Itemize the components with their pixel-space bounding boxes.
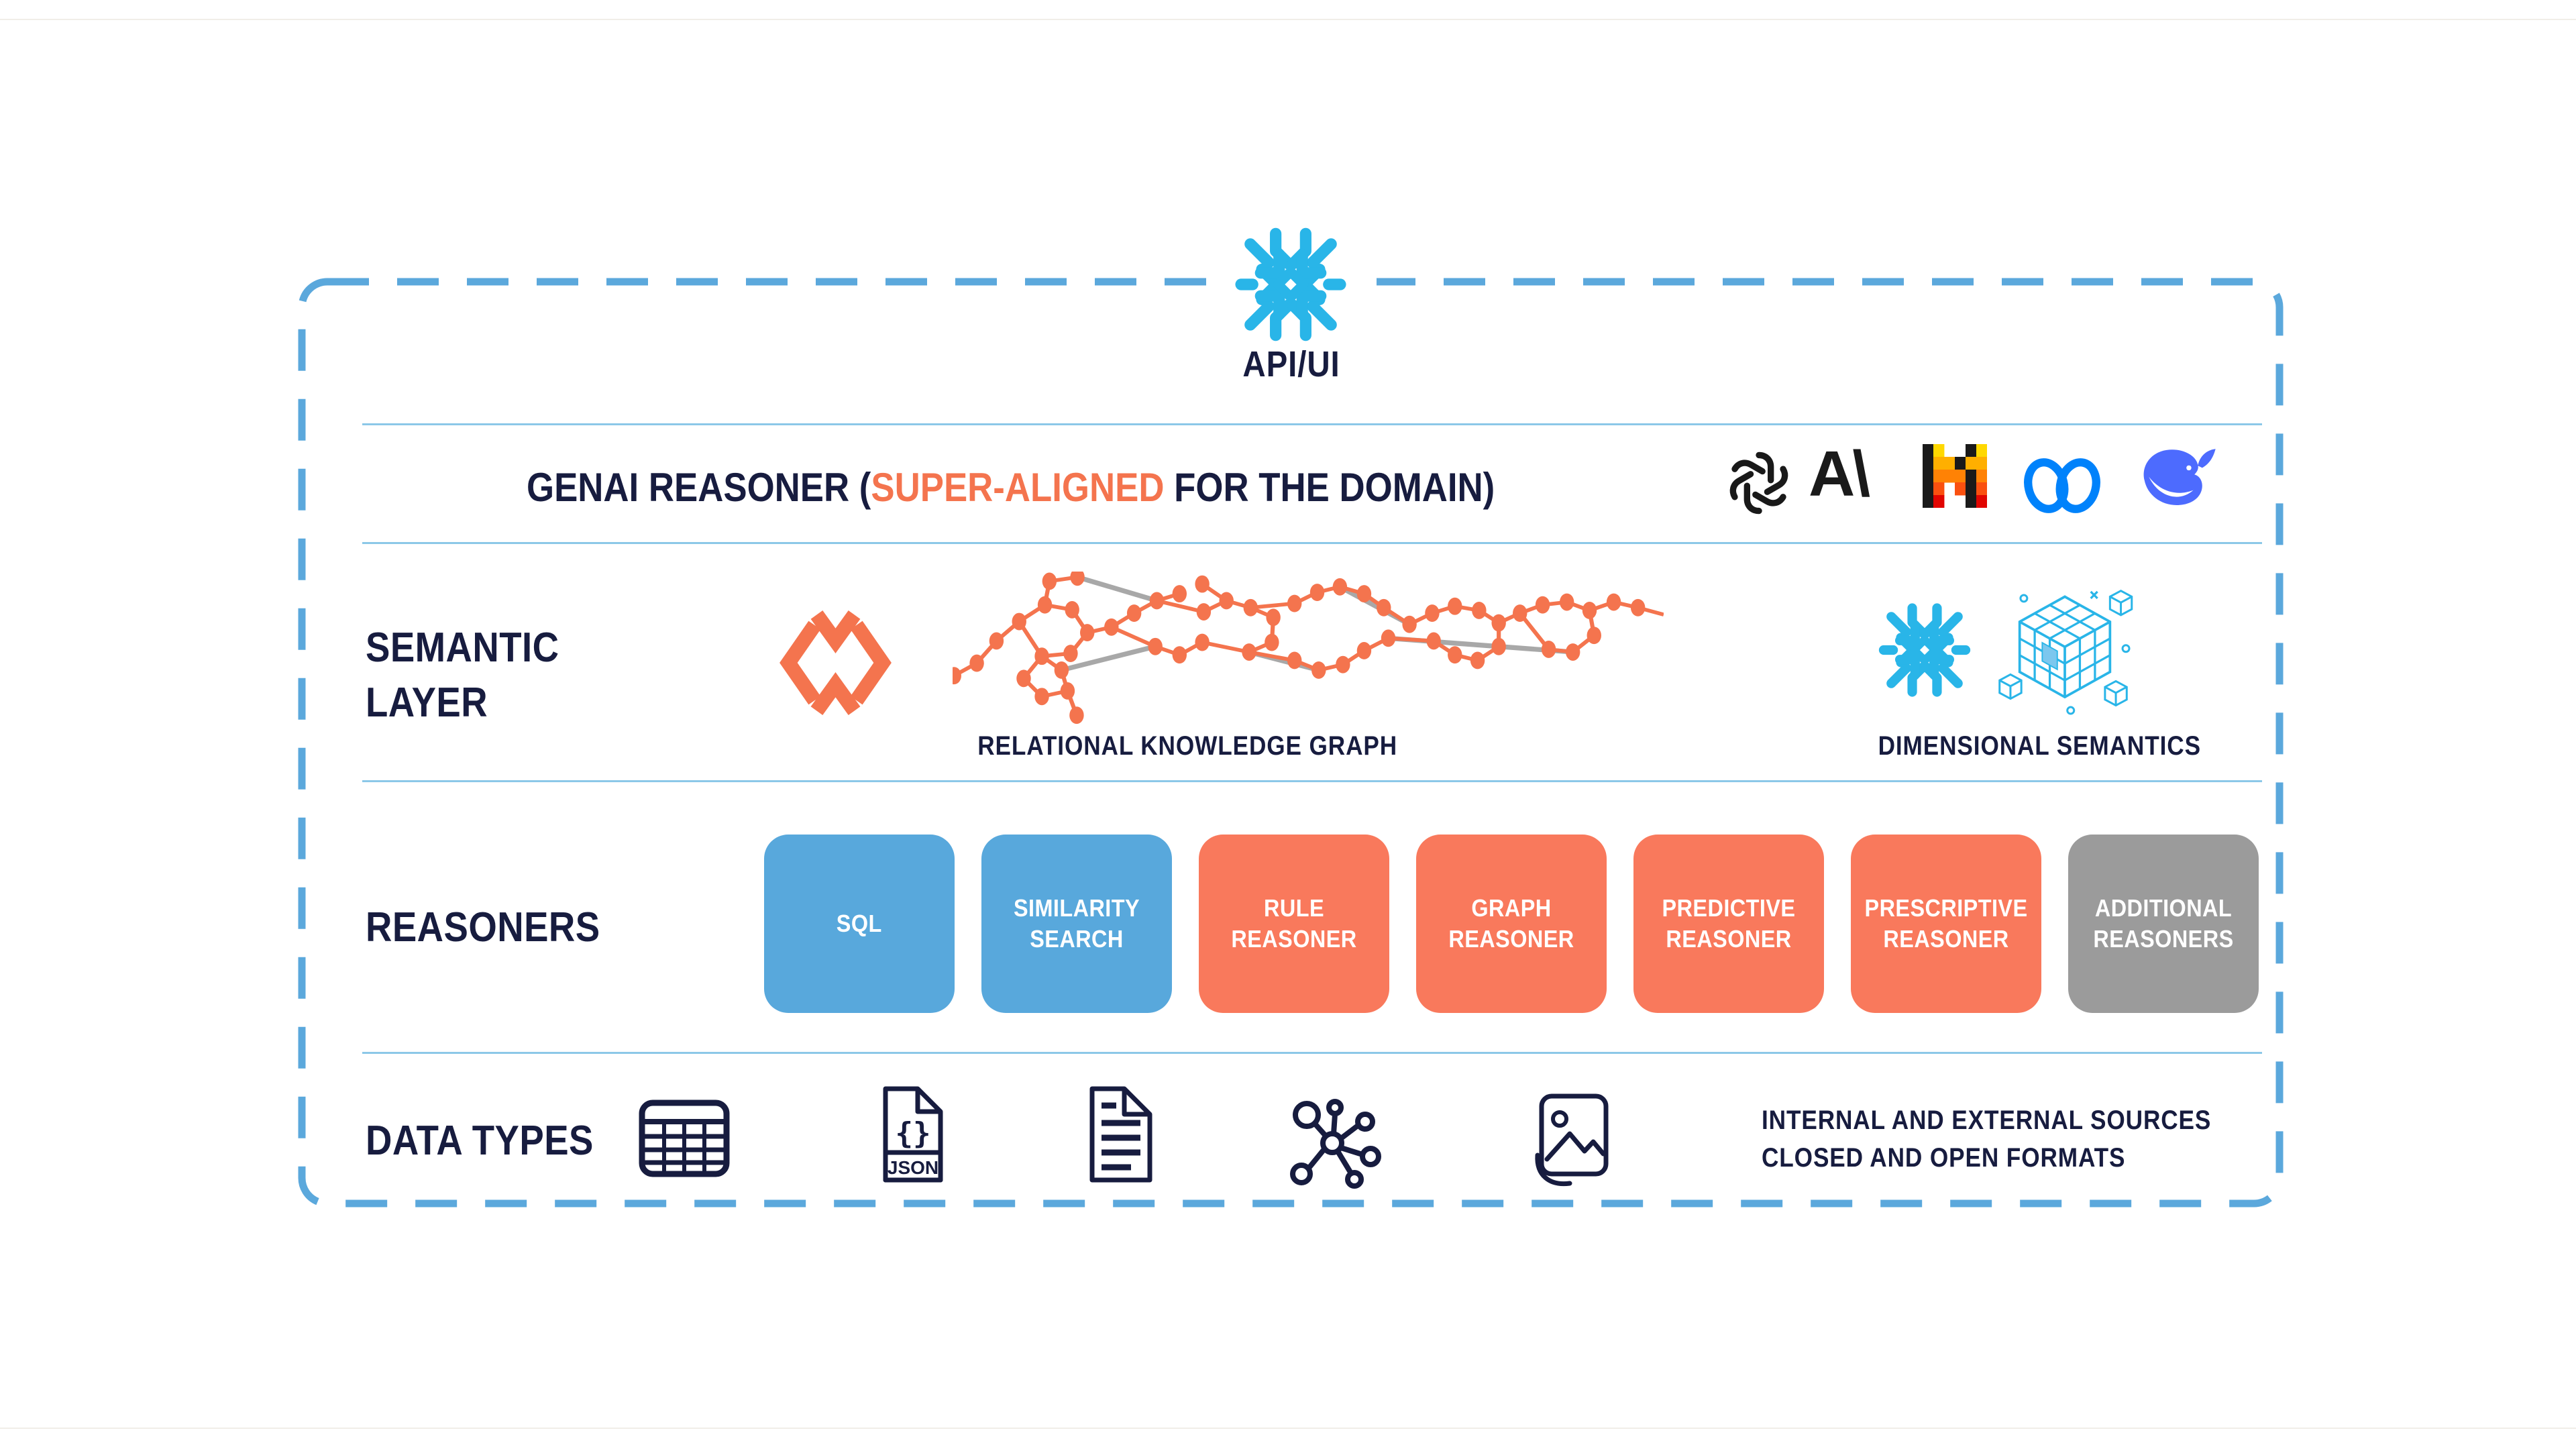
knowledge-graph-illustration — [953, 572, 1664, 724]
dimensional-semantics-caption: DIMENSIONAL SEMANTICS — [1878, 731, 2201, 761]
reasoner-box-additional: ADDITIONAL REASONERS — [2068, 835, 2259, 1013]
snowflake-logo-small — [1877, 602, 1972, 698]
page-top-edge — [0, 19, 2576, 20]
genai-reasoner-heading: GENAI REASONER (SUPER-ALIGNED FOR THE DO… — [527, 464, 1495, 511]
data-types-title: DATA TYPES — [366, 1118, 594, 1164]
reasoner-box-label: GRAPH REASONER — [1448, 894, 1574, 953]
semantic-layer-title-line2: LAYER — [366, 680, 488, 726]
reasoner-box-label: SQL — [837, 910, 882, 937]
semantic-layer-title: SEMANTIC LAYER — [366, 621, 559, 731]
data-sources-caption: INTERNAL AND EXTERNAL SOURCES CLOSED AND… — [1762, 1102, 2273, 1177]
reasoner-box-similarity-search: SIMILARITY SEARCH — [981, 835, 1172, 1013]
page-bottom-edge — [0, 1428, 2576, 1429]
mistral-logo — [1923, 444, 1987, 508]
snowflake-logo — [1233, 227, 1348, 342]
reasoner-box-sql: SQL — [764, 835, 955, 1013]
reasoners-title: REASONERS — [366, 904, 600, 951]
reasoner-box-graph: GRAPH REASONER — [1416, 835, 1607, 1013]
table-icon — [639, 1099, 730, 1177]
network-graph-icon — [1290, 1099, 1381, 1189]
data-sources-caption-line2: CLOSED AND OPEN FORMATS — [1762, 1143, 2126, 1173]
dimensional-cube-icon — [1998, 590, 2133, 715]
separator-3 — [362, 780, 2262, 782]
separator-1 — [362, 423, 2262, 425]
json-braces-glyph: {} — [896, 1116, 931, 1150]
reasoner-box-rule: RULE REASONER — [1199, 835, 1389, 1013]
dashed-frame — [298, 278, 2284, 1208]
data-sources-caption-line1: INTERNAL AND EXTERNAL SOURCES — [1762, 1106, 2212, 1135]
anthropic-logo: A\ — [1809, 438, 1870, 510]
genai-heading-highlight: SUPER-ALIGNED — [871, 465, 1165, 510]
knowledge-graph-caption: RELATIONAL KNOWLEDGE GRAPH — [977, 731, 1398, 761]
image-icon — [1535, 1093, 1609, 1187]
reasoner-box-predictive: PREDICTIVE REASONER — [1633, 835, 1824, 1013]
genai-heading-prefix: GENAI REASONER ( — [527, 465, 871, 510]
separator-4 — [362, 1052, 2262, 1054]
relational-ai-logo — [780, 610, 892, 716]
reasoner-box-prescriptive: PRESCRIPTIVE REASONER — [1851, 835, 2041, 1013]
reasoner-box-label: SIMILARITY SEARCH — [1013, 894, 1140, 953]
deepseek-logo — [2143, 449, 2216, 505]
document-icon — [1089, 1086, 1152, 1183]
openai-logo — [1729, 451, 1788, 515]
mistral-pixel-grid — [1923, 444, 1987, 508]
reasoner-box-label: ADDITIONAL REASONERS — [2093, 894, 2234, 953]
api-ui-label: API/UI — [1242, 344, 1340, 384]
reasoner-box-label: PREDICTIVE REASONER — [1662, 894, 1796, 953]
semantic-layer-title-line1: SEMANTIC — [366, 625, 559, 671]
separator-2 — [362, 542, 2262, 544]
reasoner-box-label: PRESCRIPTIVE REASONER — [1864, 894, 2028, 953]
json-file-icon: {} JSON — [883, 1086, 943, 1183]
reasoner-box-label: RULE REASONER — [1231, 894, 1357, 953]
meta-logo — [2024, 458, 2100, 513]
json-badge: JSON — [888, 1157, 938, 1178]
genai-heading-suffix: FOR THE DOMAIN) — [1164, 465, 1495, 510]
